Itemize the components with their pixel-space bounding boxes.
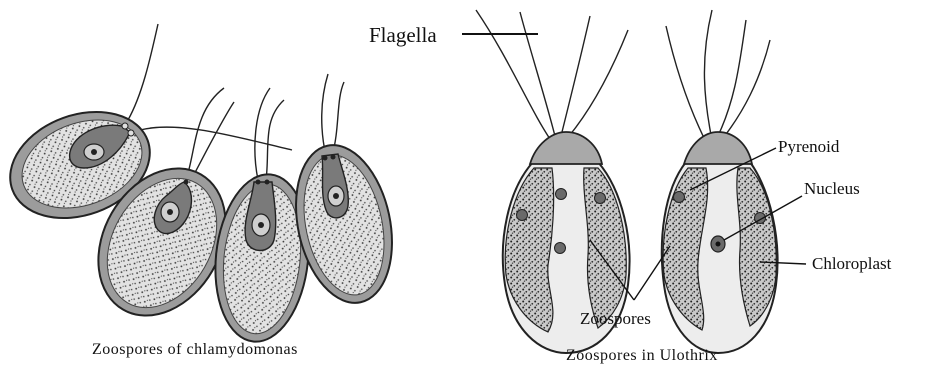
nucleolus	[167, 209, 173, 215]
basal-granule	[323, 156, 328, 161]
basal-granule	[256, 180, 261, 185]
pyrenoid	[555, 243, 566, 254]
pyrenoid	[595, 193, 606, 204]
basal-granule	[128, 130, 134, 136]
flagellum	[266, 100, 284, 180]
apical-cap	[530, 132, 602, 164]
label-pyrenoid: Pyrenoid	[778, 137, 840, 156]
nucleolus	[91, 149, 97, 155]
basal-granule	[184, 180, 189, 185]
caption-ulothrix: Zoospores in Ulothrix	[566, 347, 718, 364]
label-nucleus: Nucleus	[804, 179, 860, 198]
flagellum	[666, 26, 706, 142]
flagellum	[520, 12, 556, 140]
nucleolus	[716, 242, 721, 247]
nucleolus	[258, 222, 264, 228]
label-flagella: Flagella	[369, 23, 437, 47]
ulothrix-cell-right	[662, 10, 778, 353]
basal-granule	[331, 155, 336, 160]
flagellum	[128, 24, 158, 120]
ulothrix-cell-left	[476, 10, 630, 353]
flagellum	[716, 20, 746, 140]
flagellum	[560, 16, 590, 140]
nucleolus	[333, 193, 339, 199]
apical-cap	[684, 132, 752, 164]
pyrenoid	[556, 189, 567, 200]
label-chloroplast: Chloroplast	[812, 254, 892, 273]
pyrenoid	[517, 210, 528, 221]
flagellum	[186, 88, 224, 180]
flagellum	[190, 102, 234, 182]
chlamydomonas-group	[0, 24, 406, 346]
basal-granule	[265, 180, 270, 185]
ulothrix-group	[462, 10, 806, 353]
flagellum	[704, 10, 712, 140]
label-zoospores: Zoospores	[580, 309, 651, 328]
flagellum	[322, 74, 328, 156]
pyrenoid	[674, 192, 685, 203]
caption-chlamydomonas: Zoospores of chlamydomonas	[92, 341, 298, 358]
basal-granule	[122, 123, 128, 129]
flagellum	[720, 40, 770, 142]
flagellum	[476, 10, 552, 142]
